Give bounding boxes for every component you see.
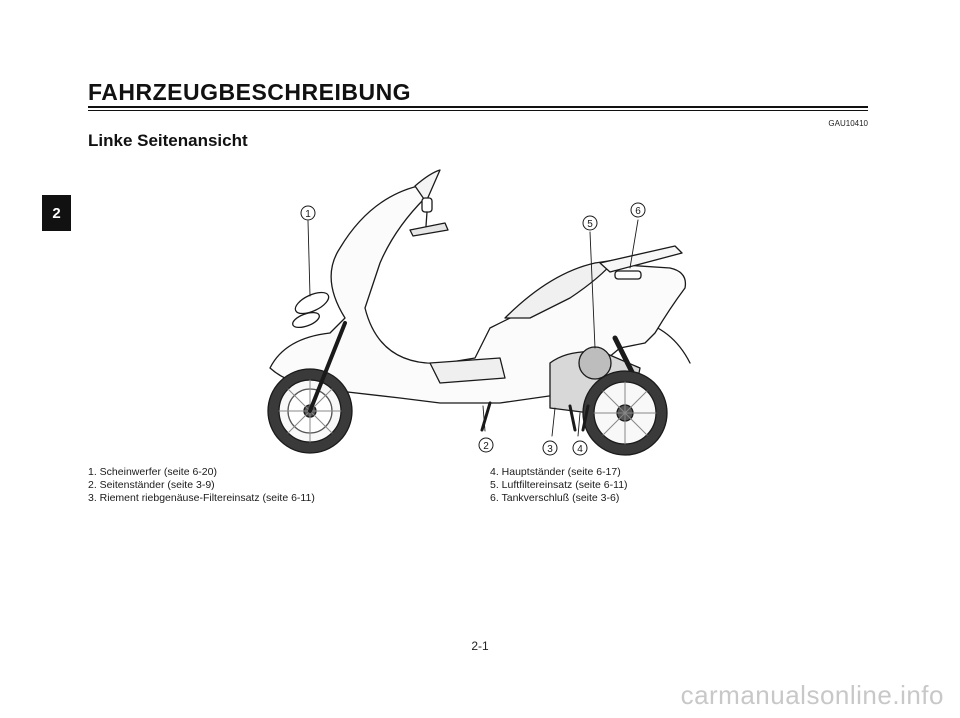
side-stand: [480, 401, 492, 432]
title-rule-thick: [88, 106, 868, 108]
chapter-title: FAHRZEUGBESCHREIBUNG: [88, 79, 412, 105]
leader-6: [629, 219, 639, 269]
legend-right: 4. Hauptständer (seite 6-17) 5. Luftfilt…: [490, 466, 628, 505]
chapter-tab: 2: [42, 195, 71, 231]
scooter-body: [269, 185, 687, 404]
callout-1: 1: [305, 209, 311, 220]
tail-light: [614, 270, 642, 280]
legend-item: 4. Hauptständer (seite 6-17): [490, 466, 621, 478]
legend-item: 6. Tankverschluß (seite 3-6): [490, 492, 620, 504]
section-code: GAU10410: [828, 119, 868, 128]
mirror-stem: [425, 211, 428, 227]
floorboard: [429, 357, 506, 384]
callout-4: 4: [577, 444, 583, 455]
callout-2-circle: [478, 437, 494, 453]
callout-6-circle: [630, 202, 646, 218]
legend-left: 1. Scheinwerfer (seite 6-20) 2. Seitenst…: [88, 466, 315, 505]
legend-item: 5. Luftfiltereinsatz (seite 6-11): [490, 479, 628, 491]
leader-4: [577, 412, 581, 437]
headlight: [294, 291, 330, 315]
callout-6: 6: [635, 206, 641, 217]
callout-5: 5: [587, 219, 593, 230]
leader-1: [307, 220, 311, 297]
rear-wheel: [582, 370, 668, 456]
leader-2: [482, 405, 486, 432]
callout-3-circle: [542, 440, 558, 456]
grab-rail: [599, 245, 683, 273]
title-rule-thin: [88, 110, 868, 111]
legend-item: 2. Seitenständer (seite 3-9): [88, 479, 215, 491]
leader-5: [589, 231, 596, 349]
handlebar: [409, 222, 449, 237]
watermark: carmanualsonline.info: [680, 680, 944, 710]
mirror: [421, 197, 433, 213]
section-title: Linke Seitenansicht: [88, 131, 248, 150]
scooter-illustration: 1 2 3 4 5 6: [267, 169, 691, 456]
windshield: [414, 169, 441, 203]
callout-2: 2: [483, 441, 489, 452]
air-filter-housing: [578, 346, 612, 380]
leader-3: [551, 407, 556, 437]
front-indicator: [292, 311, 320, 329]
callout-3: 3: [547, 444, 553, 455]
legend-item: 1. Scheinwerfer (seite 6-20): [88, 466, 217, 478]
page-number: 2-1: [471, 639, 489, 653]
main-stand: [568, 404, 590, 432]
callout-5-circle: [582, 215, 598, 231]
front-fork: [308, 321, 347, 413]
callout-1-circle: [300, 205, 316, 221]
seat: [504, 259, 616, 319]
callout-4-circle: [572, 440, 588, 456]
legend-item: 3. Riement riebgenäuse-Filtereinsatz (se…: [88, 492, 315, 504]
